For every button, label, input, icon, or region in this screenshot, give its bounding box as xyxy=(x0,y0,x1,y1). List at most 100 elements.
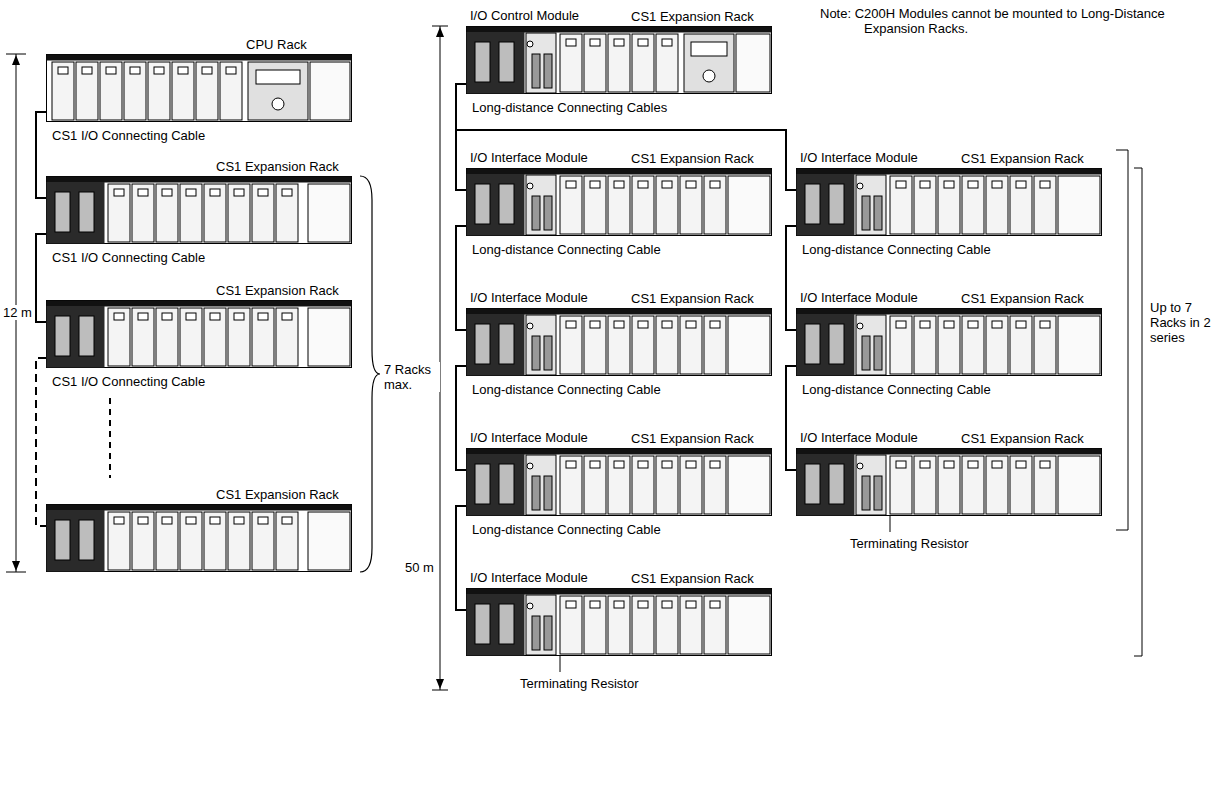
rack-drawing xyxy=(46,504,352,572)
io-unit xyxy=(890,316,912,374)
io-unit xyxy=(704,316,726,374)
cable-connector xyxy=(456,226,466,330)
module-connector xyxy=(532,616,540,650)
io-unit xyxy=(156,512,178,570)
module-connector xyxy=(544,54,552,88)
heading-row: CS1 Expansion Rack xyxy=(46,158,352,176)
unit-indicator xyxy=(662,181,672,188)
unit-indicator xyxy=(992,181,1002,188)
rack-body xyxy=(46,504,352,572)
unit-indicator xyxy=(1040,321,1050,328)
unit-indicator xyxy=(968,321,978,328)
io-unit xyxy=(962,176,984,234)
dimension-arrow xyxy=(436,679,444,689)
rack-body xyxy=(796,308,1102,376)
io-unit xyxy=(584,456,606,514)
unit-indicator xyxy=(258,517,268,524)
power-supply xyxy=(736,34,770,92)
connector-port xyxy=(499,184,514,224)
power-supply xyxy=(728,596,770,654)
unit-indicator xyxy=(920,181,930,188)
io-unit xyxy=(560,316,582,374)
dimension-label: 50 m xyxy=(405,560,434,575)
power-supply xyxy=(308,184,350,242)
connector-block xyxy=(797,314,855,376)
io-unit xyxy=(938,456,960,514)
io-unit xyxy=(914,316,936,374)
io-unit xyxy=(938,176,960,234)
io-unit xyxy=(704,456,726,514)
callout-label: I/O Interface Module xyxy=(470,430,588,445)
rack-top-band xyxy=(797,449,1102,455)
cable-connector xyxy=(786,366,796,470)
io-unit xyxy=(156,308,178,366)
rack-drawing xyxy=(46,54,352,122)
unit-indicator xyxy=(162,189,172,196)
io-unit xyxy=(228,308,250,366)
module-connector xyxy=(544,196,552,230)
rack-heading: CS1 Expansion Rack xyxy=(216,282,339,300)
unit-indicator xyxy=(686,181,696,188)
io-unit xyxy=(584,596,606,654)
note-text: Note: C200H Modules cannot be mounted to… xyxy=(820,6,1224,36)
io-unit xyxy=(252,184,274,242)
rack-node: CPU Rack xyxy=(46,36,352,122)
rack-drawing xyxy=(466,168,772,236)
unit-indicator xyxy=(638,39,648,46)
io-unit xyxy=(680,456,702,514)
io-unit xyxy=(108,512,130,570)
unit-indicator xyxy=(162,517,172,524)
module-connector xyxy=(532,336,540,370)
group-bracket xyxy=(1134,168,1142,656)
unit-indicator xyxy=(710,321,720,328)
io-unit xyxy=(276,308,298,366)
connector-port xyxy=(55,192,70,232)
rack-heading: CPU Rack xyxy=(246,36,307,54)
io-unit xyxy=(632,34,654,92)
connector-port xyxy=(79,192,94,232)
io-unit xyxy=(204,512,226,570)
callout-label: I/O Interface Module xyxy=(800,150,918,165)
io-unit xyxy=(220,62,242,120)
connector-block xyxy=(47,510,105,572)
dimension-tick xyxy=(432,690,448,691)
io-unit xyxy=(584,34,606,92)
unit-indicator xyxy=(1040,461,1050,468)
module-connector xyxy=(862,196,870,230)
cpu-unit xyxy=(248,62,308,120)
unit-indicator xyxy=(638,181,648,188)
unit-indicator xyxy=(590,461,600,468)
rack-node: CS1 Expansion Rack xyxy=(46,282,352,368)
cable-connector xyxy=(456,506,466,610)
unit-indicator xyxy=(82,67,92,74)
unit-indicator xyxy=(614,181,624,188)
rack-frame xyxy=(47,505,352,572)
io-unit xyxy=(132,308,154,366)
io-unit xyxy=(124,62,146,120)
unit-indicator xyxy=(662,461,672,468)
unit-indicator xyxy=(1016,321,1026,328)
io-unit xyxy=(656,596,678,654)
unit-indicator xyxy=(1016,181,1026,188)
rack-body xyxy=(796,448,1102,516)
rack-top-band xyxy=(467,169,772,175)
unit-indicator xyxy=(896,181,906,188)
rack-drawing xyxy=(46,176,352,244)
connector-block xyxy=(47,182,105,244)
io-unit xyxy=(986,456,1008,514)
io-unit xyxy=(632,456,654,514)
unit-indicator xyxy=(186,189,196,196)
group-brace xyxy=(360,176,380,572)
dimension-arrow xyxy=(12,55,20,65)
power-supply xyxy=(308,308,350,366)
module-connector xyxy=(544,616,552,650)
unit-indicator xyxy=(920,461,930,468)
connector-port xyxy=(475,464,490,504)
io-unit xyxy=(938,316,960,374)
rack-top-band xyxy=(47,55,352,61)
unit-indicator xyxy=(710,461,720,468)
power-supply xyxy=(308,512,350,570)
io-unit xyxy=(1010,456,1032,514)
unit-indicator xyxy=(114,517,124,524)
